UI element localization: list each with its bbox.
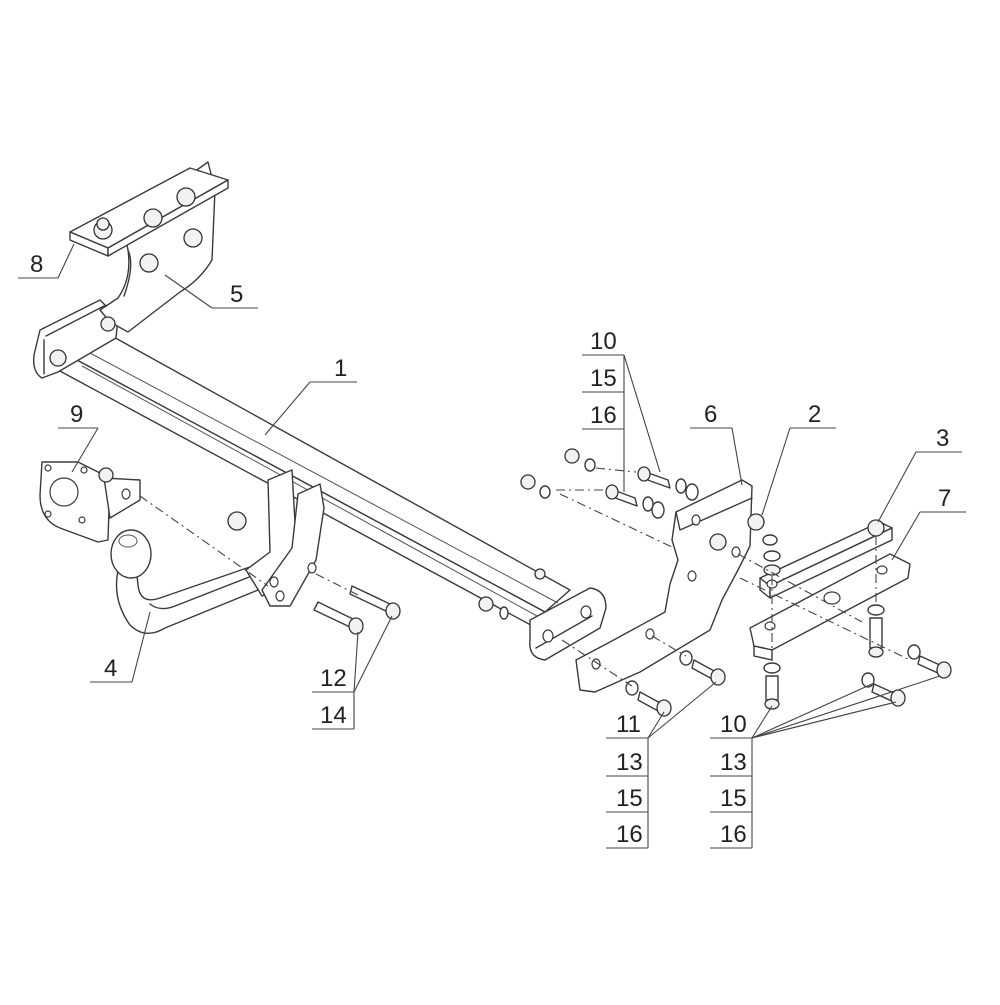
callout-13-right: 13 <box>720 749 747 776</box>
callout-10-top: 10 <box>590 328 617 355</box>
assembly-centerlines <box>139 467 911 687</box>
callout-7: 7 <box>938 485 951 512</box>
callout-1: 1 <box>334 355 347 382</box>
callout-2: 2 <box>808 401 821 428</box>
part-4-tow-ball-arm <box>110 469 325 634</box>
top-bracket-nuts <box>49 187 203 367</box>
callout-3: 3 <box>936 425 949 452</box>
callout-15-right: 15 <box>720 785 747 812</box>
leader-lines <box>18 243 966 849</box>
callout-15-left: 15 <box>616 785 643 812</box>
callout-5: 5 <box>230 281 243 308</box>
callout-16-top: 16 <box>590 402 617 429</box>
callout-4: 4 <box>104 655 117 682</box>
part-6-right-bracket <box>575 479 765 693</box>
part-7-clamp-plate <box>749 553 911 661</box>
fasteners <box>227 448 952 717</box>
callout-9: 9 <box>70 401 83 428</box>
callout-15-top: 15 <box>590 365 617 392</box>
callout-16-left: 16 <box>616 821 643 848</box>
part-3-clamp-plate <box>759 519 893 599</box>
callout-8: 8 <box>30 251 43 278</box>
callout-12: 12 <box>320 665 347 692</box>
callout-labels: 1 2 3 4 5 6 7 8 9 10 15 16 12 14 11 13 1… <box>30 251 951 848</box>
callout-14: 14 <box>320 702 347 729</box>
callout-16-right: 16 <box>720 821 747 848</box>
callout-13-left: 13 <box>616 749 643 776</box>
callout-10-right: 10 <box>720 711 747 738</box>
callout-11: 11 <box>616 711 641 738</box>
callout-6: 6 <box>704 401 717 428</box>
part-9-socket-bracket <box>39 461 141 543</box>
right-end-plate <box>529 587 607 661</box>
